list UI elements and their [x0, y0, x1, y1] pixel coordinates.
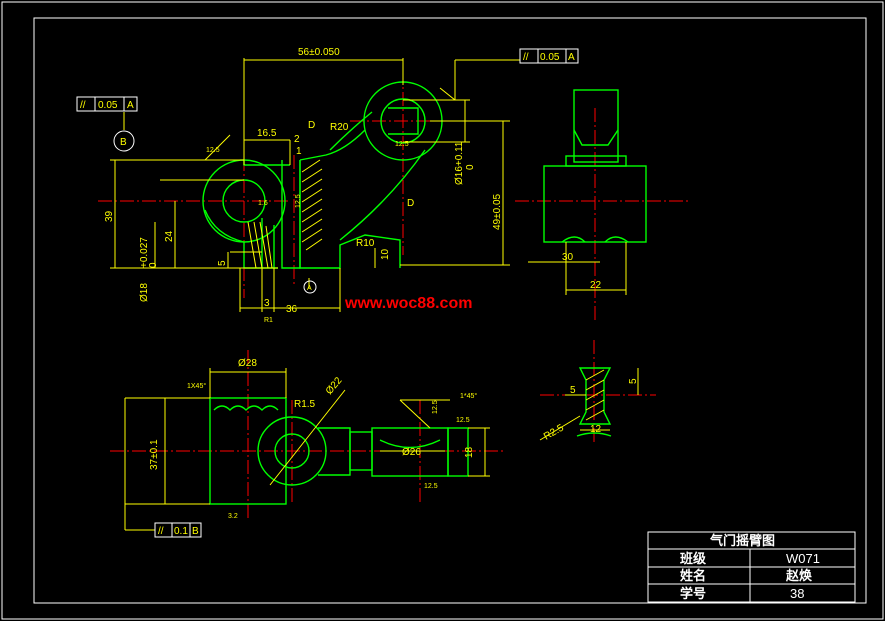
dim-39: 39: [104, 210, 115, 222]
dim-5: 5: [217, 260, 228, 266]
bottom-view: [110, 350, 505, 538]
chamfer-1x45: 1X45°: [187, 382, 206, 390]
chamfer-1x45b: 1*45°: [460, 392, 477, 400]
dim-49: 49±0.05: [492, 193, 503, 230]
title-block-label-id: 学号: [680, 586, 706, 601]
tol-bottom-symbol: //: [158, 526, 164, 537]
dim-d16-lower: 0: [465, 164, 476, 170]
dim-37: 37±0.1: [149, 439, 160, 470]
section-view: [539, 340, 656, 445]
dim-d18-tol-lower: 0: [148, 262, 159, 268]
title-block-label-name: 姓名: [679, 568, 706, 583]
title-block-value-id: 38: [790, 586, 804, 601]
title-block: [647, 531, 856, 603]
surface-3-2: 3.2: [228, 513, 238, 520]
dim-d28: Ø28: [238, 358, 257, 369]
surface-12-5c-bv: 12.5: [424, 483, 438, 490]
dim-d18: Ø18: [139, 283, 150, 302]
surface-12-5b-bv: 12.5: [456, 417, 470, 424]
dim-10: 10: [380, 248, 391, 260]
dim-3: 3: [264, 298, 270, 309]
dim-r20: R20: [330, 122, 349, 133]
dim-5-section-b: 5: [628, 378, 639, 384]
dim-r10: R10: [356, 238, 375, 249]
dim-d1: D: [308, 120, 315, 131]
tol-top-right-datum: A: [568, 52, 575, 63]
dim-d16: Ø16+0.11: [454, 141, 465, 185]
tol-bottom-datum: B: [192, 526, 199, 537]
title-block-title: 气门摇臂图: [710, 533, 775, 548]
dim-22-side: 22: [590, 280, 602, 291]
dim-16-5: 16.5: [257, 128, 277, 139]
surface-12-5c: 12.5: [395, 141, 409, 148]
title-block-value-class: W071: [786, 551, 820, 566]
side-view: [515, 89, 690, 320]
tol-top-right-symbol: //: [523, 52, 529, 63]
datum-b: B: [120, 137, 127, 148]
dim-24: 24: [164, 230, 175, 242]
dim-d18-tol: +0.027: [139, 237, 150, 268]
dim-d26: Ø26: [402, 447, 421, 458]
surface-12-5: 12.5: [206, 147, 220, 154]
tol-bottom-value: 0.1: [174, 526, 188, 537]
inner-border: [33, 17, 867, 604]
dim-r2-5: R2.5: [542, 422, 566, 442]
dim-d2: D: [407, 198, 414, 209]
front-view: [76, 48, 579, 312]
dim-12: 12: [590, 424, 602, 435]
dim-r1-5: R1.5: [294, 399, 316, 410]
dim-5-section-a: 5: [570, 385, 576, 396]
surface-1-6: 1.6: [258, 200, 268, 207]
dim-1: 1: [296, 146, 302, 157]
title-block-label-class: 班级: [680, 551, 707, 566]
dim-30: 30: [562, 252, 574, 263]
tol-top-right-value: 0.05: [540, 52, 560, 63]
watermark: www.woc88.com: [344, 295, 472, 312]
surface-12-5-bv: 12.5: [432, 400, 439, 414]
title-block-value-name: 赵焕: [785, 568, 813, 583]
dim-36: 36: [286, 304, 298, 315]
tol-top-left-symbol: //: [80, 100, 86, 111]
surface-12-5b: 12.5: [295, 194, 302, 208]
tol-top-left-datum: A: [127, 100, 134, 111]
tol-top-left-value: 0.05: [98, 100, 118, 111]
datum-a: A: [307, 285, 312, 292]
dim-56: 56±0.050: [298, 47, 340, 58]
dim-2: 2: [294, 134, 300, 145]
dim-r1: R1: [264, 317, 273, 324]
dim-18: 18: [464, 446, 475, 458]
